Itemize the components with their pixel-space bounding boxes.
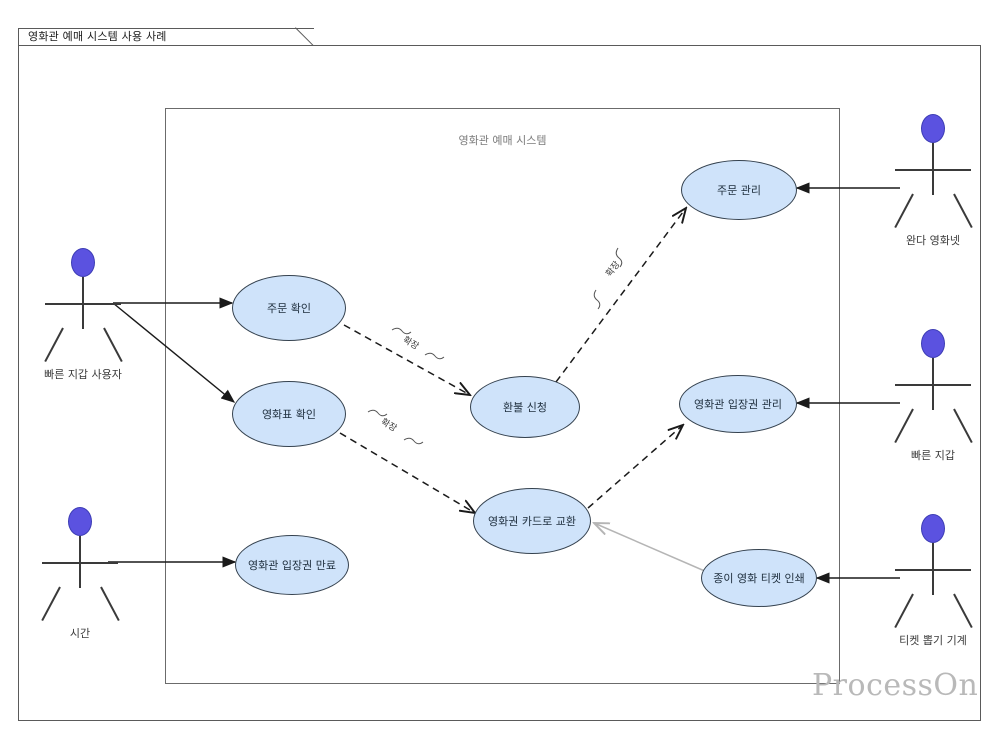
actor-fast-wallet-label: 빠른 지갑 <box>911 449 955 462</box>
usecase-print-paper-ticket[interactable]: 종이 영화 티켓 인쇄 <box>701 549 817 607</box>
frame-tab-fold-corner <box>296 28 314 46</box>
usecase-refund-request[interactable]: 환불 신청 <box>470 376 580 438</box>
usecase-order-management[interactable]: 주문 관리 <box>681 160 797 220</box>
actor-arms-icon <box>45 303 121 305</box>
actor-head-icon <box>68 507 92 536</box>
actor-wanda-cinema-net[interactable]: 완다 영화넷 <box>885 114 981 247</box>
actor-left-leg-icon <box>41 586 61 622</box>
usecase-print-paper-ticket-label: 종이 영화 티켓 인쇄 <box>713 571 805 585</box>
actor-left-leg-icon <box>894 593 914 629</box>
usecase-ticket-expire[interactable]: 영화관 입장권 만료 <box>235 535 349 595</box>
usecase-order-management-label: 주문 관리 <box>717 183 761 197</box>
actor-right-leg-icon <box>953 193 973 229</box>
usecase-order-confirm[interactable]: 주문 확인 <box>232 275 346 341</box>
actor-arms-icon <box>42 562 118 564</box>
usecase-voucher-exchange[interactable]: 영화권 카드로 교환 <box>473 488 591 554</box>
diagram-frame-body <box>18 45 981 721</box>
actor-head-icon <box>921 329 945 358</box>
actor-left-leg-icon <box>44 327 64 363</box>
actor-right-leg-icon <box>103 327 123 363</box>
usecase-voucher-exchange-label: 영화권 카드로 교환 <box>488 514 576 528</box>
actor-time-label: 시간 <box>69 627 91 640</box>
actor-arms-icon <box>895 169 971 171</box>
actor-arms-icon <box>895 569 971 571</box>
actor-time[interactable]: 시간 <box>32 507 128 640</box>
usecase-ticket-expire-label: 영화관 입장권 만료 <box>248 558 336 572</box>
actor-ticket-machine-label: 티켓 뽑기 기계 <box>899 634 967 647</box>
usecase-order-confirm-label: 주문 확인 <box>267 301 311 315</box>
actor-left-leg-icon <box>894 193 914 229</box>
actor-fast-wallet-user[interactable]: 빠른 지갑 사용자 <box>35 248 131 381</box>
actor-right-leg-icon <box>953 593 973 629</box>
actor-head-icon <box>921 514 945 543</box>
usecase-ticket-confirm-label: 영화표 확인 <box>261 407 317 421</box>
actor-fast-wallet[interactable]: 빠른 지갑 <box>885 329 981 462</box>
actor-head-icon <box>71 248 95 277</box>
frame-title-label: 영화관 예매 시스템 사용 사례 <box>28 30 167 43</box>
actor-head-icon <box>921 114 945 143</box>
actor-arms-icon <box>895 384 971 386</box>
actor-right-leg-icon <box>100 586 120 622</box>
usecase-refund-request-label: 환불 신청 <box>503 400 547 414</box>
actor-left-leg-icon <box>894 408 914 444</box>
usecase-ticket-management[interactable]: 영화관 입장권 관리 <box>679 375 797 433</box>
actor-right-leg-icon <box>953 408 973 444</box>
actor-wanda-cinema-net-label: 완다 영화넷 <box>905 234 961 247</box>
system-boundary-label: 영화관 예매 시스템 <box>458 134 547 147</box>
usecase-ticket-management-label: 영화관 입장권 관리 <box>694 397 782 411</box>
actor-ticket-machine[interactable]: 티켓 뽑기 기계 <box>885 514 981 647</box>
usecase-ticket-confirm[interactable]: 영화표 확인 <box>232 381 346 447</box>
actor-fast-wallet-user-label: 빠른 지갑 사용자 <box>44 368 122 381</box>
processon-watermark: ProcessOn <box>812 668 979 703</box>
